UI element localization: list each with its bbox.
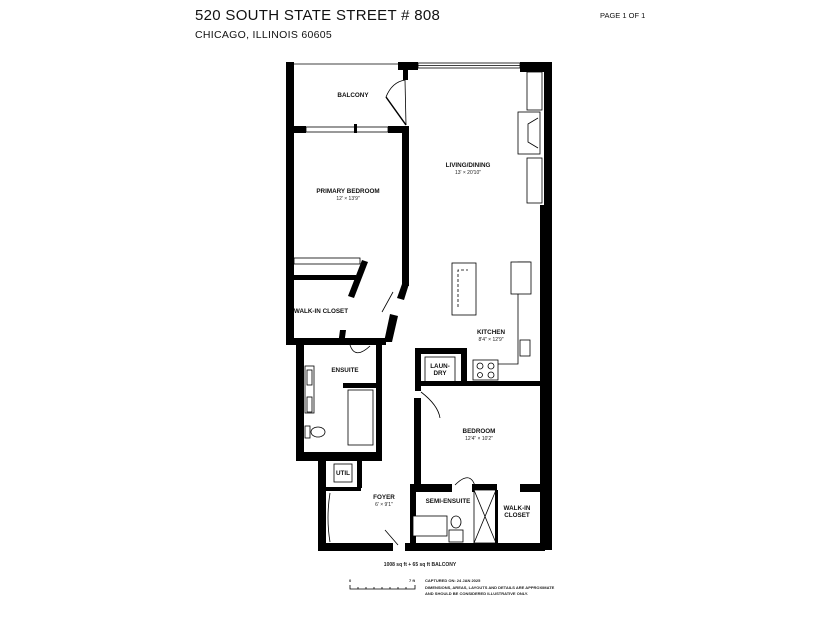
- room-primary-bedroom: PRIMARY BEDROOM: [316, 188, 379, 195]
- page-number: PAGE 1 OF 1: [600, 11, 646, 20]
- disclaimer-line-1: DIMENSIONS, AREAS, LAYOUTS AND DETAILS A…: [425, 585, 555, 590]
- walls: [286, 62, 552, 551]
- room-ensuite: ENSUITE: [331, 367, 358, 374]
- room-foyer-dims: 6' × 9'1": [375, 502, 393, 508]
- room-living-dining: LIVING/DINING: [446, 162, 491, 169]
- room-walk-in-closet-2a: WALK-IN: [504, 505, 531, 512]
- scale-bar: 0 7 ft: [349, 578, 416, 590]
- room-laundry-2: DRY: [433, 370, 447, 377]
- room-walk-in-closet: WALK-IN CLOSET: [294, 308, 348, 315]
- disclaimer-line-2: AND SHOULD BE CONSIDERED ILLUSTRATIVE ON…: [425, 591, 528, 596]
- room-labels: BALCONY LIVING/DINING 13' × 20'10" PRIMA…: [294, 92, 531, 519]
- room-semi-ensuite: SEMI-ENSUITE: [426, 498, 471, 505]
- property-city: CHICAGO, ILLINOIS 60605: [195, 29, 333, 41]
- room-bedroom: BEDROOM: [463, 428, 496, 435]
- room-util: UTIL: [336, 470, 350, 477]
- captured-date: CAPTURED ON: 24 JAN 2025: [425, 578, 481, 583]
- room-kitchen-dims: 8'4" × 12'9": [478, 337, 503, 343]
- area-summary: 1008 sq ft + 65 sq ft BALCONY: [384, 562, 457, 568]
- room-primary-dims: 12' × 13'9": [336, 196, 360, 202]
- room-walk-in-closet-2b: CLOSET: [504, 512, 530, 519]
- room-foyer: FOYER: [373, 494, 395, 501]
- scale-end: 7 ft: [409, 578, 416, 583]
- property-address: 520 SOUTH STATE STREET # 808: [195, 7, 441, 24]
- room-bedroom-dims: 12'4" × 10'2": [465, 436, 493, 442]
- room-kitchen: KITCHEN: [477, 329, 505, 336]
- room-living-dims: 13' × 20'10": [455, 170, 481, 176]
- scale-start: 0: [349, 578, 352, 583]
- room-laundry-1: LAUN-: [430, 363, 450, 370]
- room-balcony: BALCONY: [337, 92, 369, 99]
